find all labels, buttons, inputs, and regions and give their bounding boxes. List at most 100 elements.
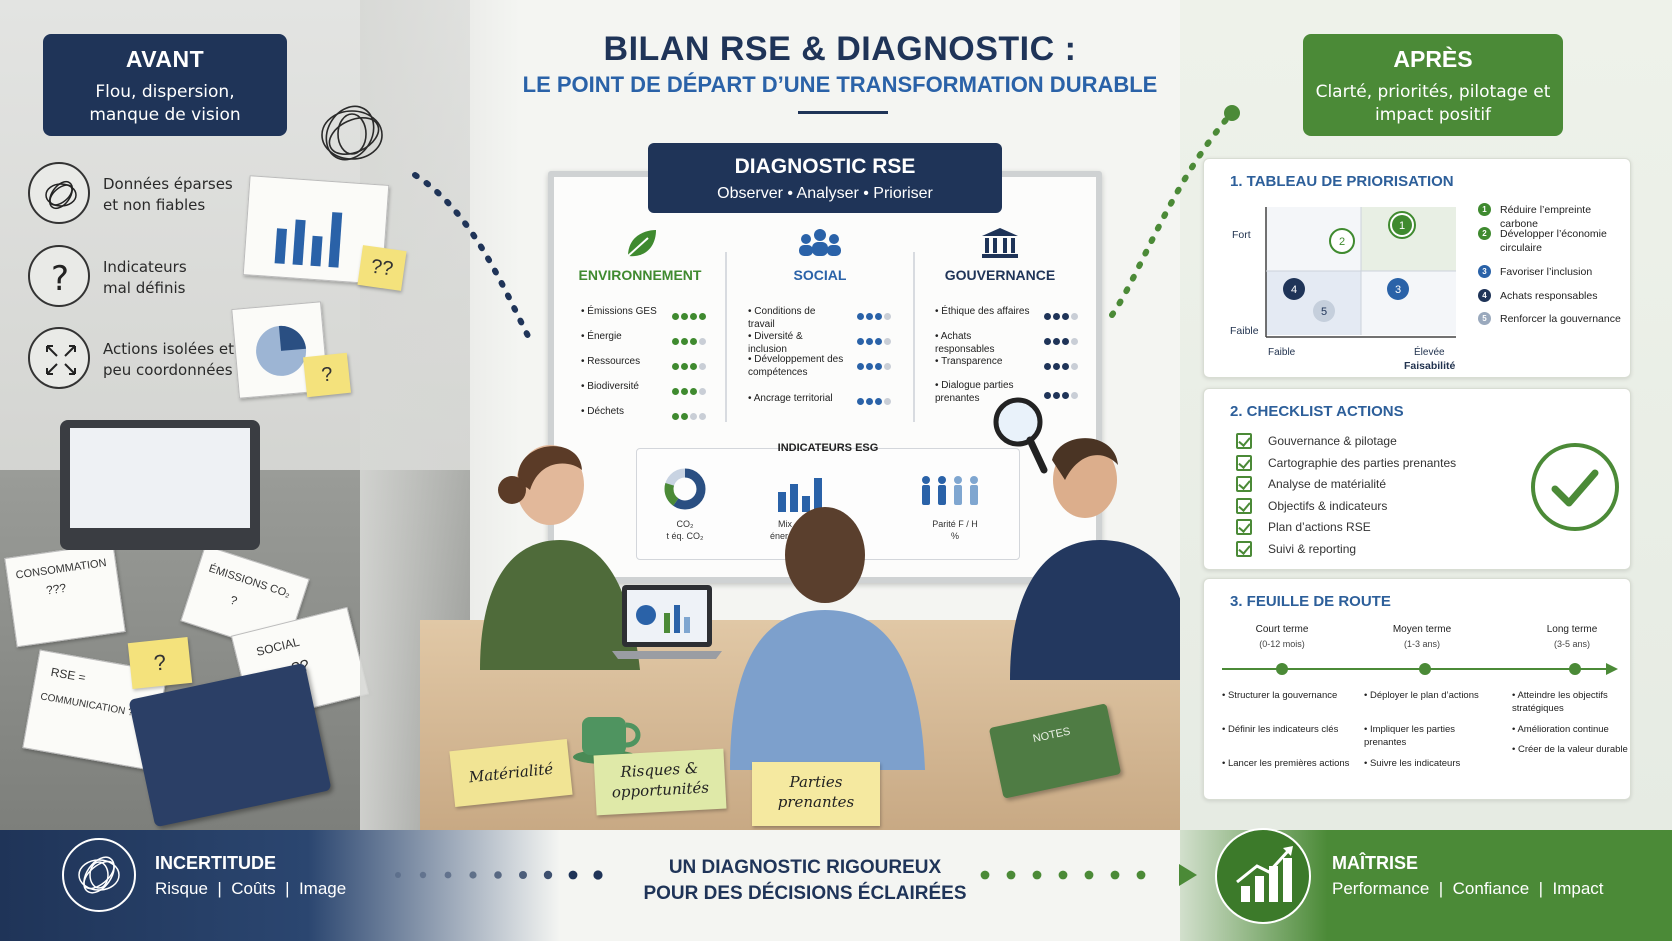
apres-subtitle: Clarté, priorités, pilotage et impact po… [1315,82,1551,125]
level-dot [1053,392,1060,399]
priorisation-title: 1. TABLEAU DE PRIORISATION [1230,173,1454,190]
sticky-label: ?? [369,255,395,281]
matrix-point-1 [1392,215,1412,235]
roadmap-term-range: (1-3 ans) [1403,639,1440,649]
level-dot [1062,392,1069,399]
institution-icon [910,226,1090,265]
level-dot [690,388,697,395]
indicator-level-dots [1044,357,1080,375]
level-dot [681,363,688,370]
growth-chart-icon [1215,828,1311,924]
level-dot [681,338,688,345]
central-message-line1: UN DIAGNOSTIC RIGOUREUX [668,857,942,878]
laptop-icon [612,585,722,659]
question-icon: ? [28,245,90,307]
uncertainty-tangle-icon [62,838,136,912]
indicator-level-dots [672,382,708,400]
indicator-level-dots [857,392,893,410]
level-dot [866,338,873,345]
scribble-icon [321,105,383,161]
roadmap-step: • Déployer le plan d’actions [1364,690,1479,701]
checklist-item-label: Cartographie des parties prenantes [1268,455,1457,470]
y-axis-low-label: Faible [1230,325,1259,337]
checkbox-checked-icon[interactable] [1236,476,1252,492]
level-dot [1044,392,1051,399]
paper-consommation: CONSOMMATION ??? [4,542,126,648]
level-dot [672,413,679,420]
checkbox-checked-icon[interactable] [1236,433,1252,449]
checkbox-checked-icon[interactable] [1236,540,1252,557]
level-dot [1044,338,1051,345]
level-dot [884,338,891,345]
svg-text:5: 5 [1321,306,1327,318]
x-axis-title: Faisabilité [1404,360,1456,372]
roadmap-term: Long terme(3-5 ans) [1517,623,1627,651]
esg-co2-unit: t éq. CO₂ [666,531,704,541]
priority-number-badge: 1 [1478,203,1491,216]
roadmap-term: Moyen terme(1-3 ans) [1367,623,1477,651]
donut-chart-icon [664,468,706,510]
man-with-magnifier-figure [1010,438,1195,680]
bottom-middle [560,830,1200,941]
laptop-screen [70,428,250,528]
paper-label: ??? [45,580,68,598]
priorisation-card: 1. TABLEAU DE PRIORISATION Fort Faible F… [1203,158,1631,378]
indicator-item: • Achats responsables [935,331,995,355]
indicator-level-dots [672,407,708,425]
roadmap-step: • Structurer la gouvernance [1222,690,1338,701]
level-dot [699,388,706,395]
issue-text: Données éparses et non fiables [103,175,233,214]
priority-number-badge: 3 [1478,265,1491,278]
level-dot [875,398,882,405]
paper-label: SOCIAL [254,634,301,659]
big-check-icon [1531,443,1619,531]
indicator-item: • Émissions GES [581,306,657,317]
dots-left [395,870,603,880]
tangle-icon [28,162,90,224]
people-icon [730,226,910,265]
indicator-level-dots [857,357,893,375]
roadmap-step: • Lancer les premières actions [1222,758,1350,769]
level-dot [1044,313,1051,320]
apres-title: APRÈS [1393,46,1473,72]
level-dot [690,313,697,320]
esg-parity-unit: % [950,531,959,541]
checklist-item-label: Objectifs & indicateurs [1268,498,1388,513]
svg-text:2: 2 [1339,236,1345,248]
page-subtitle: LE POINT DE DÉPART D’UNE TRANSFORMATION … [522,72,1158,97]
sticky-note-parties: Parties prenantes [752,762,880,826]
dots-right [980,864,1197,886]
checkbox-checked-icon[interactable] [1236,454,1252,471]
roadmap-card: 3. FEUILLE DE ROUTE Court terme(0-12 moi… [1203,578,1631,800]
title-underline [798,111,888,114]
uncertainty-subtitle: Risque | Coûts | Image [155,879,347,898]
checklist-item-label: Suivi & reporting [1268,541,1357,556]
indicator-level-dots [672,332,708,350]
level-dot [699,313,706,320]
esg-mix-name: Mix [778,519,792,529]
priority-number-badge: 5 [1478,312,1491,325]
checkbox-checked-icon[interactable] [1236,497,1252,514]
indicator-item: • Dialogue parties prenantes [935,380,1014,404]
indicator-level-dots [857,332,893,350]
level-dot [681,388,688,395]
column-gouvernance: GOUVERNANCE [944,267,1056,283]
level-dot [857,313,864,320]
svg-text:3: 3 [1395,284,1401,296]
level-dot [1062,313,1069,320]
checkbox-checked-icon[interactable] [1236,519,1252,535]
leaf-icon [550,226,730,265]
level-dot [866,313,873,320]
level-dot [1071,338,1078,345]
indicator-level-dots [1044,386,1080,404]
wall-pie-paper [231,301,329,399]
indicator-level-dots [857,307,893,325]
priority-legend-label: Développer l’économie circulaire [1500,228,1607,254]
avant-box: AVANT Flou, dispersion, manque de vision [43,34,287,136]
sticky-label: ? [320,363,334,387]
man-back-figure [730,507,925,770]
